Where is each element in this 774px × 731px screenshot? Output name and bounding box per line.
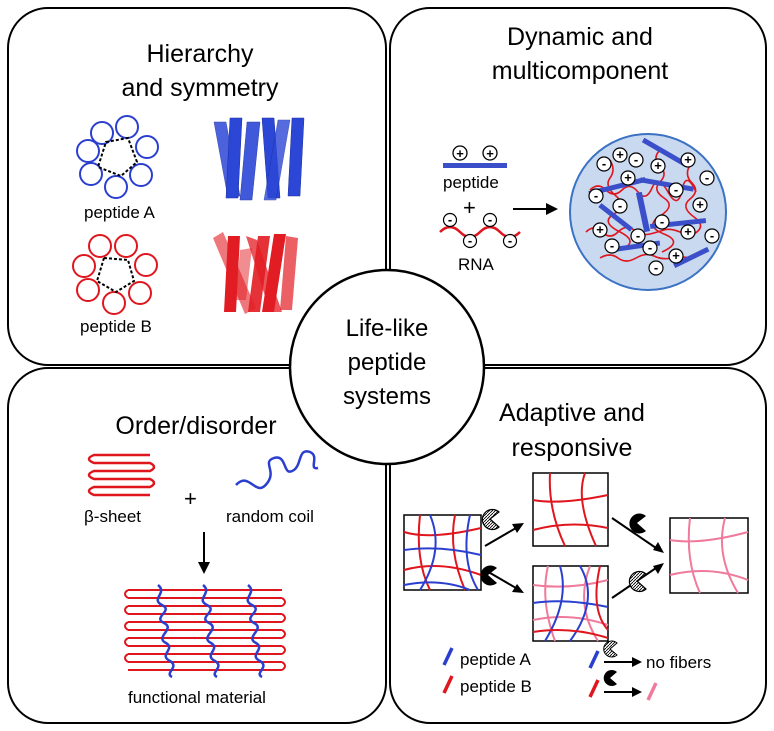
peptide-label: peptide (443, 173, 499, 192)
center-line1: Life-like (346, 315, 429, 342)
svg-text:-: - (648, 240, 652, 255)
legend-peptide-a-label: peptide A (460, 650, 532, 669)
pink-network-box (669, 517, 749, 594)
svg-text:+: + (684, 224, 692, 239)
legend-b-cleave-swatch (588, 670, 658, 701)
random-coil-icon (235, 450, 319, 490)
svg-text:-: - (610, 238, 614, 253)
beta-sheet-icon (87, 453, 156, 497)
svg-text:+: + (456, 146, 464, 161)
svg-text:-: - (468, 233, 472, 248)
legend-peptide-b-swatch (442, 675, 454, 694)
arrow-icon (513, 203, 558, 215)
adaptive-title-line1: Adaptive and (499, 399, 645, 427)
dynamic-title-line2: multicomponent (492, 57, 669, 85)
svg-text:-: - (488, 212, 492, 227)
svg-text:-: - (594, 188, 598, 203)
random-coil-label: random coil (226, 507, 314, 526)
peptide-a-label: peptide A (84, 203, 156, 222)
center-line3: systems (343, 383, 431, 410)
mixed-network-box (403, 514, 482, 591)
svg-text:+: + (486, 146, 494, 161)
svg-text:-: - (634, 152, 638, 167)
hierarchy-title-line1: Hierarchy (147, 40, 254, 68)
mix-plus-sign: + (463, 195, 476, 220)
rna-label: RNA (458, 255, 495, 274)
order-plus-sign: + (184, 486, 197, 511)
enzyme-black-icon (480, 565, 497, 586)
svg-text:-: - (602, 156, 606, 171)
rna-strand-icon: - - - - (439, 212, 521, 249)
peptide-b-label: peptide B (80, 317, 152, 336)
center-line2: peptide (348, 349, 427, 376)
beta-sheet-label: β-sheet (84, 507, 141, 526)
order-title: Order/disorder (115, 412, 276, 440)
down-arrow-icon (198, 532, 210, 574)
svg-text:-: - (674, 182, 678, 197)
panel-frame-hierarchy (7, 7, 387, 366)
panel-frame-adaptive (389, 367, 767, 724)
svg-text:+: + (654, 158, 662, 173)
center-circle (288, 268, 486, 466)
svg-text:-: - (654, 260, 658, 275)
svg-text:-: - (705, 170, 709, 185)
panel-frame-order (7, 367, 387, 724)
peptide-a-fibers-icon (213, 117, 305, 201)
svg-text:-: - (660, 214, 664, 229)
svg-text:-: - (448, 212, 452, 227)
legend-a-cleave-swatch (588, 640, 642, 669)
enzyme-hatched-icon (481, 508, 500, 531)
svg-text:+: + (596, 222, 604, 237)
svg-text:+: + (624, 170, 632, 185)
legend-peptide-a-swatch (442, 647, 454, 666)
peptide-b-ring-icon (72, 234, 158, 315)
svg-text:+: + (672, 248, 680, 263)
dynamic-title-line1: Dynamic and (507, 23, 653, 51)
mixed-pink-network-box (532, 565, 609, 642)
legend-peptide-b-label: peptide B (460, 677, 532, 696)
svg-text:-: - (618, 198, 622, 213)
svg-text:+: + (684, 152, 692, 167)
panel-frame-dynamic (389, 7, 767, 366)
svg-text:+: + (696, 197, 704, 212)
functional-material-icon (124, 584, 286, 679)
enzyme-black-icon-2 (629, 513, 646, 534)
svg-text:-: - (508, 233, 512, 248)
hierarchy-title-line2: and symmetry (122, 74, 279, 102)
adaptive-title-line2: responsive (512, 434, 633, 462)
svg-text:-: - (636, 228, 640, 243)
peptide-a-ring-icon (76, 115, 159, 199)
coacervate-droplet-icon: - + - + + - - + - - + + - - + - - - + - (569, 133, 727, 291)
no-fibers-label: no fibers (646, 653, 711, 672)
red-network-box (532, 472, 609, 547)
enzyme-hatched-icon-2 (628, 570, 647, 593)
svg-text:+: + (616, 147, 624, 162)
functional-material-label: functional material (128, 688, 266, 707)
peptide-bar-icon: + + (443, 145, 507, 168)
peptide-b-fibers-icon (213, 232, 298, 314)
svg-text:-: - (710, 228, 714, 243)
